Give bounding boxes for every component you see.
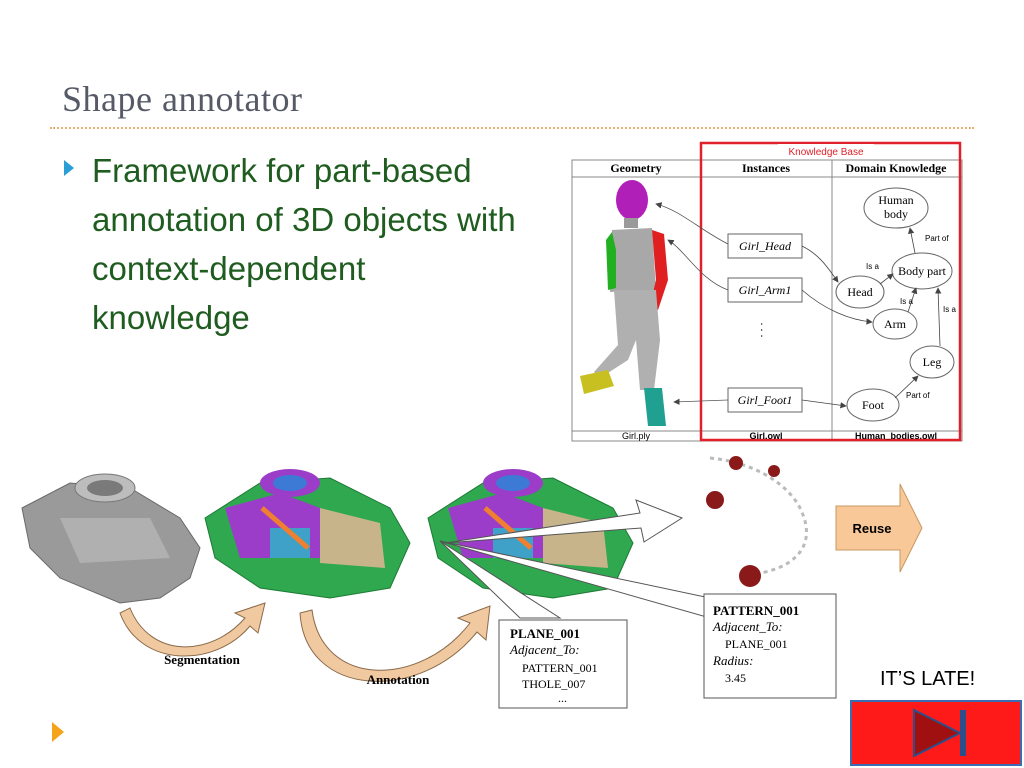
footer-domain: Human_bodies.owl — [855, 431, 937, 441]
girl-model-image — [580, 180, 668, 426]
pattern-value: PLANE_001 — [725, 637, 788, 651]
pattern-attr-value: 3.45 — [725, 671, 746, 685]
annotation-label: Annotation — [367, 672, 431, 687]
raw-mechanical-part-image — [21, 473, 201, 604]
pattern-name: PATTERN_001 — [713, 603, 799, 618]
rel-is-a-1: Is a — [866, 262, 879, 271]
node-leg: Leg — [923, 355, 942, 369]
knowledge-base-diagram: Knowledge Base Geometry Instances Domain… — [571, 141, 963, 442]
node-human-body-2: body — [884, 207, 908, 221]
node-head: Head — [847, 285, 872, 299]
footer-triangle-icon — [52, 722, 64, 742]
node-body-part: Body part — [898, 264, 946, 278]
segmentation-arrow — [119, 602, 266, 657]
plane-value-3: ... — [558, 691, 567, 705]
node-arm: Arm — [884, 317, 907, 331]
reuse-arrow — [835, 483, 923, 573]
node-human-body: Human — [878, 193, 913, 207]
plane-value-1: PATTERN_001 — [522, 661, 598, 675]
late-note: IT’S LATE! — [880, 668, 976, 690]
segmented-part-image — [204, 469, 411, 599]
bullet-text: Framework for part-based annotation of 3… — [92, 152, 516, 336]
annotation-pipeline-figure: Segmentation Annotation Reuse PLANE_001 … — [21, 456, 923, 709]
slide-title: Shape annotator — [62, 79, 303, 119]
kb-banner: Knowledge Base — [788, 147, 863, 158]
pattern-pointer-arrow — [444, 499, 684, 544]
instance-ellipsis: . . . — [758, 323, 772, 338]
plane-relation: Adjacent_To: — [509, 642, 580, 657]
rel-part-of-2: Part of — [906, 391, 930, 400]
bullet-triangle-icon — [64, 160, 74, 176]
instance-girl-head: Girl_Head — [739, 239, 792, 253]
reuse-label: Reuse — [852, 521, 891, 536]
annotation-arrow — [299, 605, 491, 682]
segmentation-label: Segmentation — [164, 652, 241, 667]
pattern-relation: Adjacent_To: — [712, 619, 783, 634]
pattern-callout-box — [703, 593, 837, 699]
node-foot: Foot — [862, 398, 885, 412]
rel-is-a-2: Is a — [900, 297, 913, 306]
plane-name: PLANE_001 — [510, 626, 580, 641]
col-domain-knowledge: Domain Knowledge — [845, 161, 947, 175]
col-instances: Instances — [742, 161, 790, 175]
instance-girl-foot1: Girl_Foot1 — [738, 393, 793, 407]
pattern-attr: Radius: — [712, 653, 753, 668]
plane-value-2: THOLE_007 — [522, 677, 585, 691]
footer-geometry: Girl.ply — [622, 431, 651, 441]
knowledge-base-frame — [699, 141, 962, 442]
col-geometry: Geometry — [610, 161, 661, 175]
rel-is-a-3: Is a — [943, 305, 956, 314]
footer-instances: Girl.owl — [749, 431, 782, 441]
skip-forward-button[interactable] — [850, 700, 1022, 766]
skip-forward-icon — [913, 708, 966, 758]
plane-callout-box — [498, 619, 628, 709]
title-divider — [50, 127, 974, 129]
rel-part-of-1: Part of — [925, 234, 949, 243]
instance-girl-arm1: Girl_Arm1 — [739, 283, 792, 297]
hole-pattern-image — [706, 456, 808, 587]
